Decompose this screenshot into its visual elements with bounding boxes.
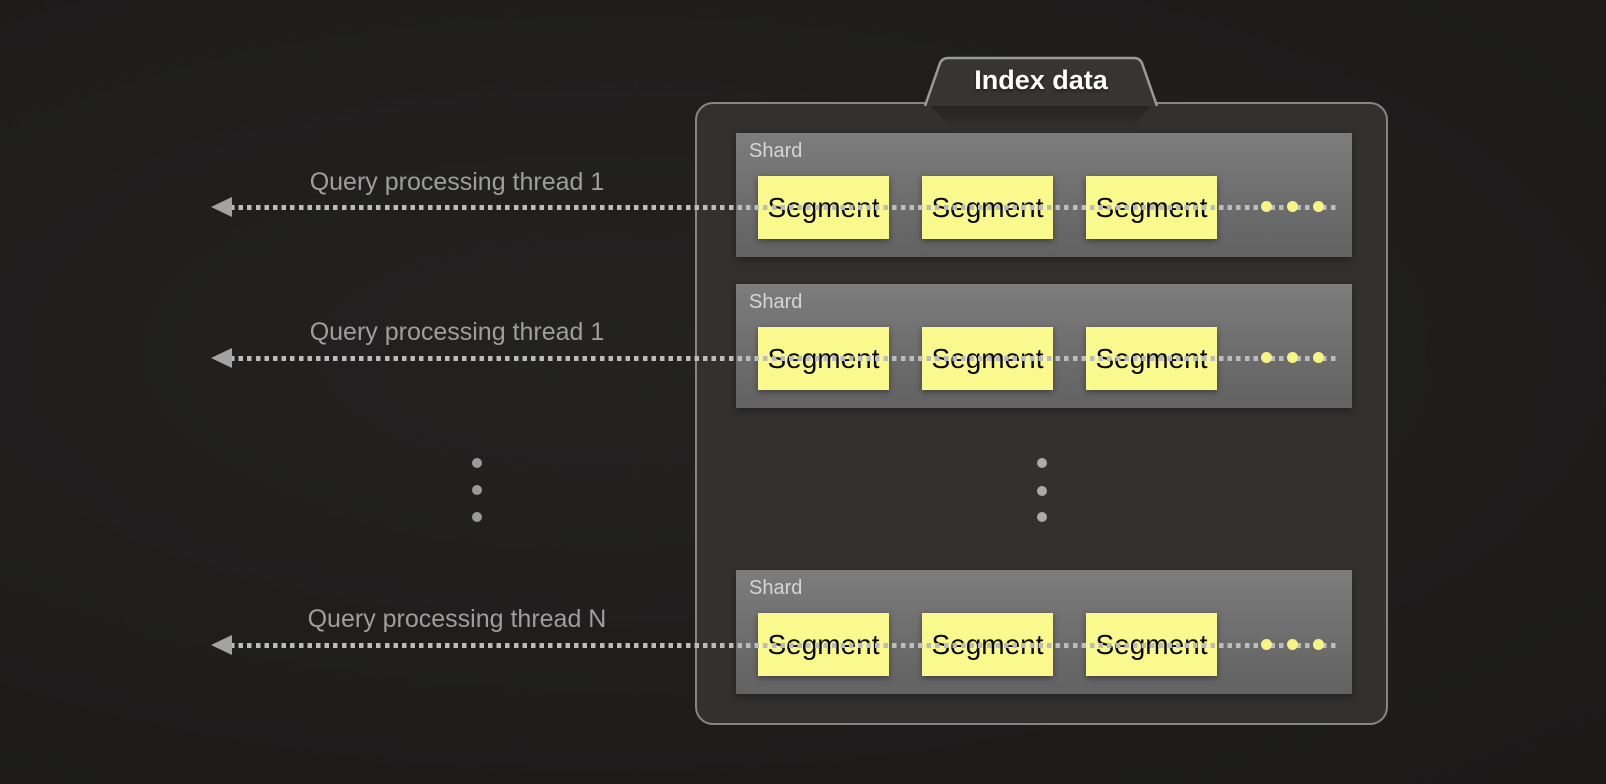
arrow-left-icon: [211, 348, 232, 368]
ellipsis-dot: [472, 458, 482, 468]
ellipsis-dot: [1037, 486, 1047, 496]
shard-label: Shard: [749, 140, 803, 162]
dotted-arrow-line: [230, 355, 1336, 361]
shard-box: Shard Segment Segment Segment: [736, 284, 1352, 408]
ellipsis-dot: [1037, 512, 1047, 522]
segment-ellipsis-dot: [1261, 639, 1272, 650]
segment-ellipsis-dot: [1313, 352, 1324, 363]
index-data-tab: [923, 56, 1159, 106]
arrow-left-icon: [211, 197, 232, 217]
tab-fold-shadow: [929, 104, 1153, 130]
segment-ellipsis-dot: [1287, 639, 1298, 650]
ellipsis-dot: [472, 512, 482, 522]
segment-ellipsis-dot: [1287, 352, 1298, 363]
shard-box: Shard Segment Segment Segment: [736, 133, 1352, 257]
shard-label: Shard: [749, 291, 803, 313]
ellipsis-dot: [1037, 458, 1047, 468]
segment-ellipsis-dot: [1261, 201, 1272, 212]
thread-label: Query processing thread 1: [309, 168, 605, 196]
thread-label: Query processing thread N: [307, 605, 607, 633]
segment-ellipsis-dot: [1313, 201, 1324, 212]
shard-label: Shard: [749, 577, 803, 599]
segment-ellipsis-dot: [1287, 201, 1298, 212]
segment-ellipsis-dot: [1261, 352, 1272, 363]
dotted-arrow-line: [230, 204, 1336, 210]
segment-ellipsis-dot: [1313, 639, 1324, 650]
dotted-arrow-line: [230, 642, 1336, 648]
ellipsis-dot: [472, 485, 482, 495]
shard-box: Shard Segment Segment Segment: [736, 570, 1352, 694]
arrow-left-icon: [211, 635, 232, 655]
panel-title: Index data: [974, 65, 1108, 95]
thread-label: Query processing thread 1: [309, 318, 605, 346]
